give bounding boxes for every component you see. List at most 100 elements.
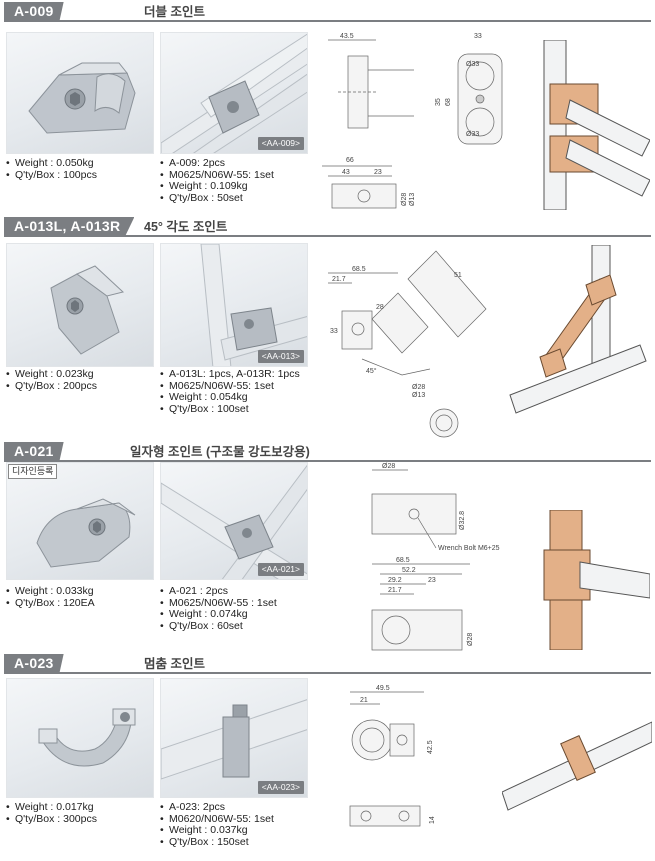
dimension-label: 29.2 [388, 577, 402, 584]
product-title: 더블 조인트 [144, 5, 205, 19]
assembly-specs: A-023: 2pcs M0620/N06W-55: 1set Weight :… [160, 801, 274, 849]
header-rule [4, 672, 651, 674]
header-rule [4, 235, 651, 237]
assembly-illustration [502, 721, 652, 811]
spec-qty-box: Q'ty/Box : 300pcs [6, 813, 97, 826]
spec-fastener: M0625/N06W-55: 1set [160, 169, 274, 182]
dimension-label: Ø13 [412, 392, 425, 399]
section-a-021: A-021 일자형 조인트 (구조물 강도보강용) 디자인등록 <AA-021>… [0, 440, 655, 655]
section-header: A-021 일자형 조인트 (구조물 강도보강용) [0, 440, 655, 462]
part-photo [6, 462, 154, 580]
dimension-label: 23 [428, 577, 436, 584]
spec-qty-box: Q'ty/Box : 150set [160, 836, 274, 849]
spec-weight: Weight : 0.074kg [160, 608, 277, 621]
part-specs: Weight : 0.017kg Q'ty/Box : 300pcs [6, 801, 97, 826]
product-code: A-023 [4, 654, 64, 673]
dimension-label: 23 [374, 169, 382, 176]
product-code: A-009 [4, 2, 64, 21]
technical-drawing: 49.5 21 42.5 14 [349, 685, 436, 827]
spec-fastener: M0625/N06W-55 : 1set [160, 597, 277, 610]
dimension-label: Ø28 [412, 384, 425, 391]
spec-qty-box: Q'ty/Box : 200pcs [6, 380, 97, 393]
design-registered-badge: 디자인등록 [8, 464, 58, 479]
product-code: A-013L, A-013R [4, 217, 135, 236]
spec-components: A-013L: 1pcs, A-013R: 1pcs [160, 368, 300, 381]
spec-qty-box: Q'ty/Box : 100pcs [6, 169, 97, 182]
spec-weight: Weight : 0.050kg [6, 157, 97, 170]
dimension-label: Ø32.8 [459, 511, 466, 530]
dimension-label: 43.5 [340, 33, 354, 40]
section-a-009: A-009 더블 조인트 <AA-009> Weight : 0.050kg Q… [0, 0, 655, 215]
dimension-label: 43 [342, 169, 350, 176]
spec-qty-box: Q'ty/Box : 100set [160, 403, 300, 416]
technical-drawing: Ø28 Ø32.8 Wrench Bolt M6+25 68.5 52.2 29… [371, 463, 500, 651]
assembly-tag: <AA-021> [257, 563, 304, 576]
dimension-label: Ø28 [401, 193, 408, 206]
spec-weight: Weight : 0.033kg [6, 585, 95, 598]
section-header: A-023 멈춤 조인트 [0, 652, 655, 674]
spec-weight: Weight : 0.037kg [160, 824, 274, 837]
spec-fastener: M0620/N06W-55: 1set [160, 813, 274, 826]
dimension-label: 28 [376, 304, 384, 311]
product-title: 45° 각도 조인트 [144, 220, 228, 234]
spec-weight: Weight : 0.109kg [160, 180, 274, 193]
technical-drawing: 43.5 33 Ø33 35 68 Ø33 66 43 23 Ø28 Ø13 [322, 33, 503, 209]
dimension-label: 68.5 [352, 266, 366, 273]
section-a-023: A-023 멈춤 조인트 <AA-023> Weight : 0.017kg Q… [0, 652, 655, 861]
assembly-photo: <AA-023> [160, 678, 308, 798]
assembly-photo: <AA-009> [160, 32, 308, 154]
spec-weight: Weight : 0.054kg [160, 391, 300, 404]
dimension-label: Ø28 [467, 633, 474, 646]
spec-qty-box: Q'ty/Box : 50set [160, 192, 274, 205]
spec-fastener: M0625/N06W-55: 1set [160, 380, 300, 393]
spec-components: A-021 : 2pcs [160, 585, 277, 598]
dimension-label: 49.5 [376, 685, 390, 692]
assembly-tag: <AA-013> [257, 350, 304, 363]
spec-components: A-009: 2pcs [160, 157, 274, 170]
part-photo [6, 678, 154, 798]
spec-weight: Weight : 0.017kg [6, 801, 97, 814]
dimension-label: 68.5 [396, 557, 410, 564]
part-specs: Weight : 0.050kg Q'ty/Box : 100pcs [6, 157, 97, 182]
dimension-label: 51 [454, 272, 462, 279]
section-header: A-013L, A-013R 45° 각도 조인트 [0, 215, 655, 237]
header-rule [4, 460, 651, 462]
dimension-label: 33 [474, 33, 482, 40]
technical-drawing: 68.5 21.7 33 28 51 45° Ø28 Ø13 [328, 250, 487, 438]
assembly-illustration [543, 40, 650, 210]
dimension-label: 21.7 [332, 276, 346, 283]
part-photo [6, 243, 154, 367]
spec-qty-box: Q'ty/Box : 60set [160, 620, 277, 633]
assembly-tag: <AA-009> [257, 137, 304, 150]
dimension-label: Wrench Bolt M6+25 [438, 545, 500, 552]
dimension-label: 14 [429, 816, 436, 824]
dimension-label: 21.7 [388, 587, 402, 594]
dimension-label: Ø33 [466, 131, 479, 138]
product-title: 일자형 조인트 (구조물 강도보강용) [130, 445, 310, 459]
dimension-label: Ø28 [382, 463, 395, 470]
assembly-specs: A-013L: 1pcs, A-013R: 1pcs M0625/N06W-55… [160, 368, 300, 416]
product-title: 멈춤 조인트 [144, 657, 205, 671]
assembly-photo: <AA-013> [160, 243, 308, 367]
spec-components: A-023: 2pcs [160, 801, 274, 814]
spec-weight: Weight : 0.023kg [6, 368, 97, 381]
dimension-label: 33 [330, 328, 338, 335]
assembly-photo: <AA-021> [160, 462, 308, 580]
dimension-label: 45° [366, 367, 377, 375]
assembly-specs: A-021 : 2pcs M0625/N06W-55 : 1set Weight… [160, 585, 277, 633]
part-specs: Weight : 0.033kg Q'ty/Box : 120EA [6, 585, 95, 610]
assembly-illustration [509, 245, 647, 414]
dimension-label: 42.5 [427, 740, 434, 754]
assembly-illustration [543, 510, 650, 650]
dimension-label: 52.2 [402, 567, 416, 574]
dimension-label: 21 [360, 697, 368, 704]
dimension-label: Ø33 [466, 61, 479, 68]
section-a-013: A-013L, A-013R 45° 각도 조인트 <AA-013> Weigh… [0, 215, 655, 440]
product-code: A-021 [4, 442, 64, 461]
header-rule [4, 20, 651, 22]
dimension-label: Ø13 [409, 193, 416, 206]
section-header: A-009 더블 조인트 [0, 0, 655, 22]
dimension-label: 66 [346, 157, 354, 164]
spec-qty-box: Q'ty/Box : 120EA [6, 597, 95, 610]
assembly-tag: <AA-023> [257, 781, 304, 794]
